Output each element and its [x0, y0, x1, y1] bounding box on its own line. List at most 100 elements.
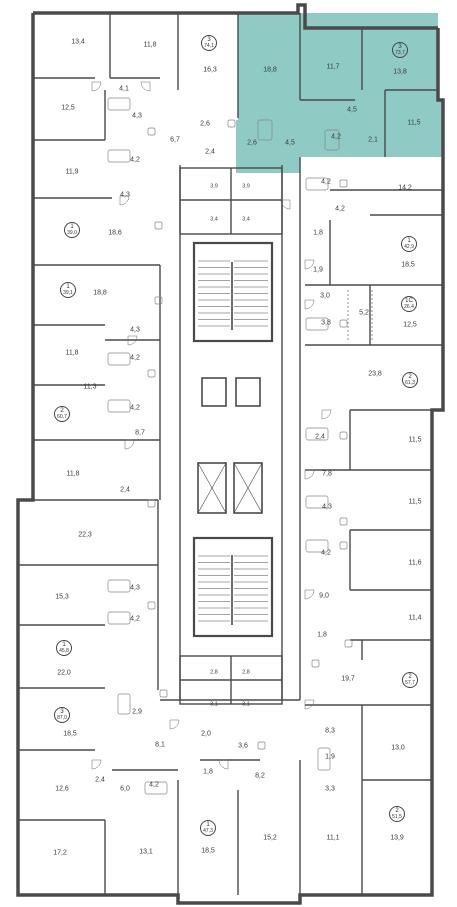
room-area-label: 4,2 — [321, 178, 331, 186]
room-area-label: 3,8 — [321, 319, 331, 327]
room-area-label: 2,8 — [242, 669, 250, 676]
room-area-label: 7,8 — [322, 470, 332, 478]
room-area-label: 4,2 — [130, 615, 140, 623]
room-area-label: 14,2 — [398, 184, 412, 192]
room-area-label: 1,9 — [313, 266, 323, 274]
room-area-label: 2,4 — [315, 433, 325, 441]
room-area-label: 18,6 — [108, 229, 122, 237]
room-area-label: 18,5 — [63, 730, 77, 738]
room-area-label: 4,2 — [335, 205, 345, 213]
room-area-label: 11,5 — [408, 498, 422, 506]
room-area-label: 13,9 — [390, 834, 404, 842]
room-area-label: 3,9 — [242, 183, 250, 190]
room-area-label: 11,5 — [408, 436, 422, 444]
room-area-label: 8,2 — [255, 772, 265, 780]
room-area-label: 11,6 — [408, 559, 422, 567]
room-area-label: 4,2 — [130, 404, 140, 412]
room-area-label: 2,8 — [210, 669, 218, 676]
room-area-label: 1,9 — [325, 753, 335, 761]
room-area-label: 13,8 — [393, 68, 407, 76]
room-area-label: 2,9 — [132, 708, 142, 716]
room-area-label: 11,7 — [326, 63, 340, 71]
outer-walls — [16, 3, 445, 905]
room-area-label: 3,6 — [238, 742, 248, 750]
room-area-label: 11,8 — [143, 41, 157, 49]
room-area-label: 4,1 — [119, 85, 129, 93]
room-area-label: 18,8 — [93, 289, 107, 297]
room-area-label: 2,4 — [205, 148, 215, 156]
room-area-label: 13,1 — [139, 848, 153, 856]
room-area-label: 15,3 — [55, 593, 69, 601]
room-area-label: 3,3 — [325, 785, 335, 793]
room-area-label: 11,5 — [407, 119, 421, 127]
fixtures — [107, 97, 353, 795]
room-area-label: 9,0 — [319, 592, 329, 600]
room-area-label: 4,2 — [331, 133, 341, 141]
room-area-label: 2,1 — [368, 136, 378, 144]
room-area-label: 4,3 — [322, 503, 332, 511]
room-area-label: 15,2 — [263, 834, 277, 842]
room-area-label: 4,2 — [130, 156, 140, 164]
room-area-label: 3,0 — [320, 292, 330, 300]
room-area-label: 1,8 — [317, 631, 327, 639]
room-area-label: 4,2 — [130, 354, 140, 362]
room-area-label: 3,1 — [210, 701, 218, 708]
room-area-label: 13,4 — [71, 38, 85, 46]
room-area-label: 4,2 — [321, 549, 331, 557]
staircases — [192, 241, 274, 638]
room-area-label: 11,8 — [65, 349, 79, 357]
room-area-label: 12,6 — [55, 785, 69, 793]
room-area-label: 2,6 — [200, 120, 210, 128]
room-area-label: 5,2 — [359, 309, 369, 317]
room-area-label: 3,4 — [242, 216, 250, 223]
balcony-dividers — [347, 290, 373, 340]
room-area-label: 2,4 — [120, 486, 130, 494]
room-area-label: 8,1 — [155, 741, 165, 749]
room-area-label: 18,5 — [401, 261, 415, 269]
room-area-label: 13,0 — [391, 744, 405, 752]
inner-walls — [18, 13, 443, 895]
room-area-label: 4,3 — [130, 584, 140, 592]
highlighted-apartment[interactable] — [236, 13, 443, 173]
room-area-label: 3,1 — [242, 701, 250, 708]
room-area-label: 6,0 — [120, 785, 130, 793]
room-area-label: 11,4 — [408, 614, 422, 622]
room-area-label: 6,7 — [170, 136, 180, 144]
room-area-label: 17,2 — [53, 849, 67, 857]
room-area-label: 11,3 — [83, 383, 97, 391]
room-area-label: 16,3 — [203, 66, 217, 74]
room-area-label: 11,9 — [65, 168, 79, 176]
room-area-label: 8,7 — [135, 429, 145, 437]
room-area-label: 1,8 — [203, 768, 213, 776]
room-area-label: 4,5 — [347, 106, 357, 114]
room-area-label: 11,1 — [326, 834, 340, 842]
room-area-label: 8,3 — [325, 727, 335, 735]
room-area-label: 3,9 — [210, 183, 218, 190]
room-area-label: 4,2 — [149, 781, 159, 789]
room-area-label: 23,8 — [368, 370, 382, 378]
room-area-label: 4,3 — [120, 191, 130, 199]
door-swings — [91, 81, 332, 770]
room-area-label: 4,5 — [285, 139, 295, 147]
room-area-label: 12,5 — [403, 321, 417, 329]
room-area-label: 3,4 — [210, 216, 218, 223]
room-area-label: 1,8 — [313, 229, 323, 237]
room-area-label: 4,3 — [130, 326, 140, 334]
room-area-label: 22,3 — [78, 531, 92, 539]
room-area-label: 2,0 — [201, 730, 211, 738]
